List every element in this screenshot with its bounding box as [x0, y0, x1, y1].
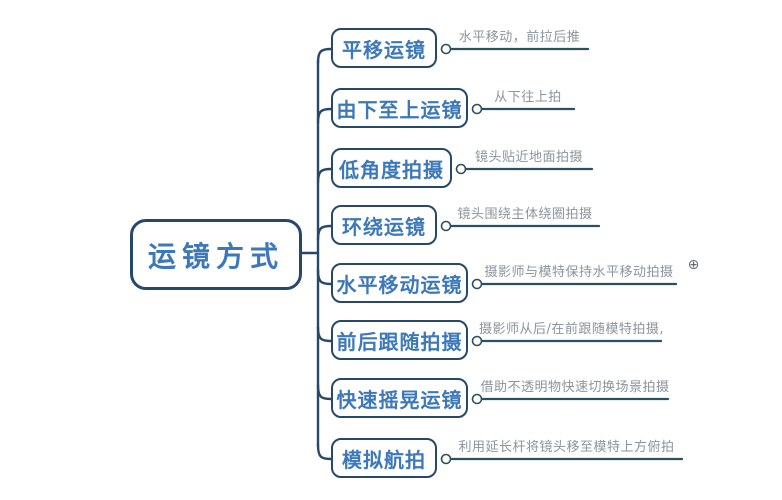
circled-plus-icon[interactable]: ⊕ [687, 257, 700, 273]
detail-pan-shot[interactable]: 水平移动，前拉后推 [458, 30, 581, 45]
detail-simulated-aerial[interactable]: 利用延长杆将镜头移至模特上方俯拍 [458, 440, 675, 455]
topic-pan-shot[interactable]: 平移运镜 [331, 28, 437, 68]
topic-follow-shot[interactable]: 前后跟随拍摄 [331, 320, 468, 360]
detail-low-angle[interactable]: 镜头贴近地面拍摄 [474, 150, 583, 165]
topic-low-angle[interactable]: 低角度拍摄 [331, 148, 452, 188]
detail-follow-shot[interactable]: 摄影师从后/在前跟随模特拍摄, [478, 322, 664, 337]
detail-horizontal-tracking[interactable]: 摄影师与模特保持水平移动拍摄 [484, 265, 674, 280]
topic-bottom-to-top[interactable]: 由下至上运镜 [331, 88, 468, 128]
trunk-line [300, 47, 333, 461]
detail-orbit-shot[interactable]: 镜头围绕主体绕圈拍摄 [457, 207, 593, 222]
topic-horizontal-tracking[interactable]: 水平移动运镜 [331, 263, 468, 303]
detail-underlines [449, 47, 684, 461]
detail-bottom-to-top[interactable]: 从下往上拍 [494, 90, 562, 105]
node-connector-dots [440, 43, 483, 465]
detail-whip-shake[interactable]: 借助不透明物快速切换场景拍摄 [480, 380, 670, 395]
root-topic[interactable]: 运镜方式 [130, 219, 302, 290]
topic-orbit-shot[interactable]: 环绕运镜 [331, 205, 437, 245]
topic-simulated-aerial[interactable]: 模拟航拍 [331, 438, 437, 478]
topic-whip-shake[interactable]: 快速摇晃运镜 [331, 378, 468, 418]
